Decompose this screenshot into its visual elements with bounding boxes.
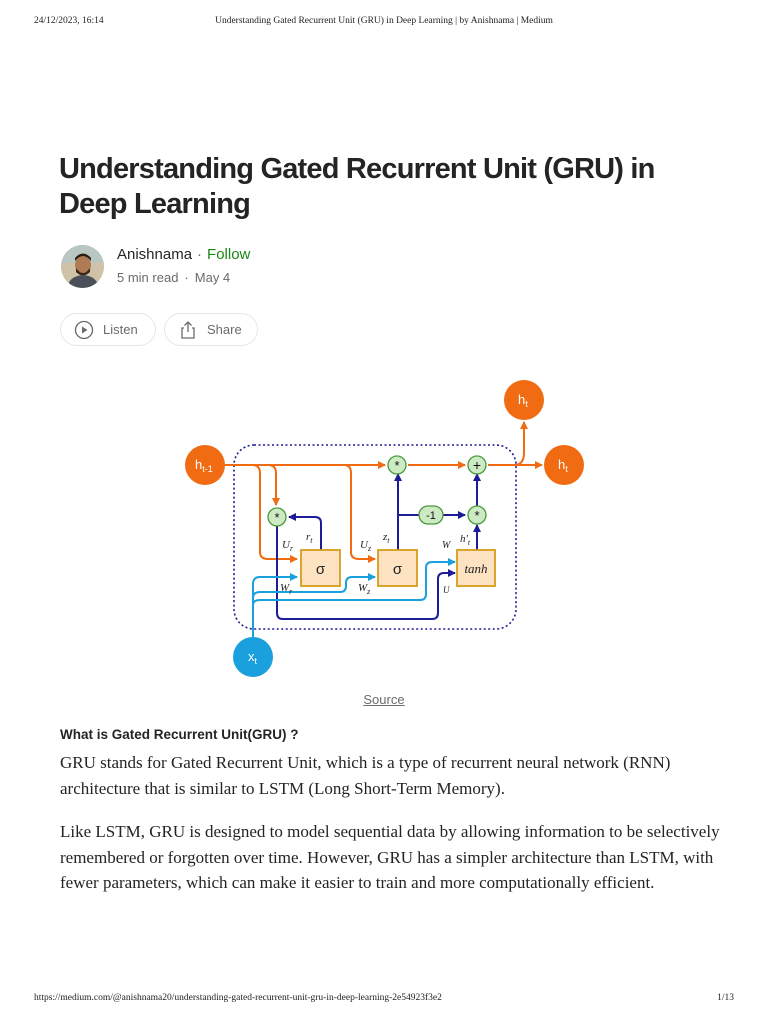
svg-text:ht-1: ht-1 [195,457,213,474]
label-r-t: rt [306,531,313,545]
blue-connections [252,558,456,638]
article-meta: 5 min read · May 4 [117,270,230,285]
label-w-z: Wz [358,582,371,596]
h-out-top-node: ht [504,380,544,420]
print-doc-title: Understanding Gated Recurrent Unit (GRU)… [215,16,553,26]
candidate-tanh-box: tanh [456,549,496,587]
svg-text:σ: σ [393,561,403,578]
share-button[interactable]: Share [164,313,258,346]
label-w: W [442,540,452,551]
sum-op: + [467,455,487,475]
label-u-r: Ur [282,539,294,553]
svg-text:tanh: tanh [464,561,487,576]
label-z-t: zt [382,531,390,545]
share-icon [178,320,198,340]
candidate-multiply-op: * [467,505,487,525]
orange-connections [224,421,543,563]
update-multiply-op: * [387,455,407,475]
svg-text:ht: ht [518,392,528,409]
update-gate-box: σ [377,549,418,587]
author-avatar[interactable] [61,245,104,288]
svg-text:ht: ht [558,457,568,474]
play-icon [74,320,94,340]
negate-op: -1 [418,505,444,525]
gru-cell-boundary [233,444,517,630]
h-prev-node: ht-1 [185,445,225,485]
label-h-candidate: h't [460,533,471,547]
follow-button[interactable]: Follow [207,246,251,263]
paragraph-1: GRU stands for Gated Recurrent Unit, whi… [60,753,671,798]
svg-text:*: * [274,510,279,525]
svg-text:*: * [394,458,399,473]
gru-diagram: σ σ tanh * * + * -1 ht-1 ht ht [185,380,584,677]
author-line: Anishnama·Follow [117,246,250,263]
figure-caption: Source [0,692,768,707]
listen-label: Listen [103,322,138,337]
svg-text:σ: σ [316,561,326,578]
label-u: U [443,585,450,595]
publish-date: May 4 [194,270,231,285]
navy-connections [276,473,481,620]
svg-text:+: + [473,457,481,473]
share-label: Share [207,322,242,337]
label-u-z: Uz [360,539,372,553]
print-url: https://medium.com/@anishnama20/understa… [34,993,442,1003]
author-name[interactable]: Anishnama [117,246,193,263]
label-w-r: Wr [280,582,293,596]
separator-dot: · [184,270,189,285]
article-title: Understanding Gated Recurrent Unit (GRU)… [59,153,655,220]
listen-button[interactable]: Listen [60,313,156,346]
svg-text:xt: xt [248,649,258,666]
svg-text:-1: -1 [426,510,436,522]
print-header: 24/12/2023, 16:14 Understanding Gated Re… [0,16,768,32]
read-time: 5 min read [117,270,179,285]
separator-dot: · [197,246,203,263]
print-date: 24/12/2023, 16:14 [34,16,104,26]
paragraph-2: Like LSTM, GRU is designed to model sequ… [60,822,720,892]
reset-multiply-op: * [267,507,287,527]
source-link[interactable]: Source [363,692,405,707]
x-input-node: xt [233,637,273,677]
svg-text:*: * [474,508,479,523]
section-heading: What is Gated Recurrent Unit(GRU) ? [60,727,299,742]
page-number: 1/13 [717,993,734,1003]
h-out-node: ht [544,445,584,485]
diagram-labels: Ur rt Uz zt W h't Wr Wz U [280,531,471,596]
print-footer: https://medium.com/@anishnama20/understa… [0,993,768,1009]
reset-gate-box: σ [300,549,341,587]
